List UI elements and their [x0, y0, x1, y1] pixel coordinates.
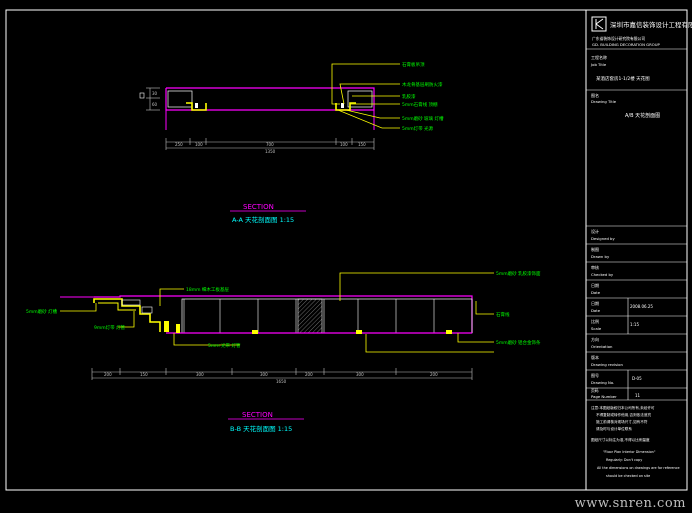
section-b-drawing [60, 272, 494, 420]
section-b-note: 5mm磨砂 铝合金饰条 [496, 339, 541, 346]
designed-label: 设计 [591, 228, 599, 234]
drawing-label-en: Drawing Title [591, 99, 617, 104]
sheet-label-en: Drawing No. [591, 380, 614, 385]
section-a-left-dim: 60 [152, 102, 158, 107]
project-label: 工程名称 [591, 54, 607, 60]
section-b-label: B-B 天花剖面图 1:15 [230, 424, 292, 433]
designed-label-en: Designed by [591, 236, 615, 241]
date-label: 日期 [591, 300, 599, 306]
sheet-value: D-05 [632, 376, 642, 381]
section-a-dim: 150 [358, 142, 366, 147]
section-b-note: 石膏线 [496, 311, 510, 318]
notes-line: 施工前请核对现场尺寸,如有不符 [596, 419, 648, 424]
section-b-title: SECTION [242, 411, 273, 419]
section-b-note: 5mm磨砂 灯槽 [26, 308, 58, 315]
company-logo [591, 16, 607, 32]
watermark: www.snren.com [574, 496, 686, 511]
section-a-dim: 250 [175, 142, 183, 147]
notes-line: 注意:本图纸版权归本公司所有,未经许可 [591, 405, 655, 410]
drawing-label: 图名 [591, 92, 599, 98]
north-label: 方向 [591, 336, 599, 342]
section-b-dim: 300 [260, 372, 268, 377]
title-block [586, 16, 687, 401]
company-name: 深圳市嘉信装饰设计工程有限公司 [610, 20, 692, 29]
scale-label-en: Scale [591, 326, 602, 331]
section-b-note: 5mm 光带 灯管 [208, 342, 241, 349]
phase-label: 日期 [591, 282, 599, 288]
notes-line: should be checked on site [606, 474, 650, 478]
section-a-left-dim: 30 [152, 91, 158, 96]
section-b-dim: 150 [140, 372, 148, 377]
page-label: 页码 [591, 388, 599, 393]
sheet-label: 图号 [591, 372, 599, 378]
section-b-dim: 200 [104, 372, 112, 377]
north-label-en: Orientation [591, 344, 613, 349]
section-a-note: 5mm磨砂 玻璃 灯槽 [402, 115, 444, 122]
section-a-drawing [139, 63, 400, 212]
section-b-note: 5mm磨砂 乳胶漆饰面 [496, 270, 541, 277]
checked-label: 审核 [591, 264, 599, 270]
section-b-total-dim: 1650 [276, 379, 287, 384]
section-a-dim: 100 [195, 142, 203, 147]
notes-line: All the dimensions on drawings are for r… [597, 466, 680, 470]
project-label-en: Job Title [590, 62, 607, 67]
company-line1: 广东省装饰设计研究院有限公司 [592, 36, 645, 41]
sheet-frame [5, 9, 688, 491]
notes-line: 不得复制或转作他用,否则依法追究 [596, 412, 651, 417]
section-b-dim: 200 [430, 372, 438, 377]
company-en: GD. BUILDING DECORATION GROUP [592, 42, 661, 47]
phase-label-en: Date [591, 290, 601, 295]
section-a-note: 5mm灯带 光源 [402, 125, 434, 132]
revision-label: 版本 [591, 354, 599, 360]
notes-line: 图纸尺寸以标注为准,不得以比例量度 [591, 437, 650, 442]
page-label-en: Page Number [591, 394, 617, 399]
project-value: 某酒店套房1-1/2楼 天花图 [596, 75, 650, 82]
drawing-value: A/B 天花剖面图 [625, 112, 660, 119]
section-b-dim: 200 [305, 372, 313, 377]
section-a-note: 木龙骨基层刷防火漆 [402, 81, 443, 88]
section-a-total-dim: 1350 [265, 149, 276, 154]
date-value: 2008.06.25 [630, 304, 653, 309]
section-b-dim: 300 [356, 372, 364, 377]
notes-line: 请及时与设计单位联系 [596, 426, 632, 431]
date-label-en: Date [591, 308, 601, 313]
notes-line: Regularly: Don't copy [606, 458, 642, 462]
section-b-note: 18mm 细木工板基层 [186, 286, 229, 293]
notes-line: "Floor Plan Interior Dimension" [603, 450, 656, 454]
drawn-label-en: Drawn by [591, 254, 610, 259]
checked-label-en: Checked by [591, 272, 614, 277]
section-a-title: SECTION [243, 203, 274, 211]
scale-value: 1:15 [630, 322, 639, 327]
section-a-dim: 700 [266, 142, 274, 147]
drawn-label: 制图 [591, 246, 599, 252]
section-a-note: 5mm石膏线 顶棚 [402, 101, 438, 108]
section-a-note: 乳胶漆 [402, 93, 416, 100]
section-b-note: 9mm灯带 灯管 [94, 324, 126, 331]
section-a-note: 石膏板吊顶 [402, 61, 425, 68]
section-a-label: A-A 天花剖面图 1:15 [232, 215, 294, 224]
section-a-dim: 100 [340, 142, 348, 147]
section-b-dim: 300 [196, 372, 204, 377]
revision-label-en: Drawing revision [591, 362, 623, 367]
scale-label: 比例 [591, 318, 599, 324]
page-value: 11 [635, 393, 641, 398]
